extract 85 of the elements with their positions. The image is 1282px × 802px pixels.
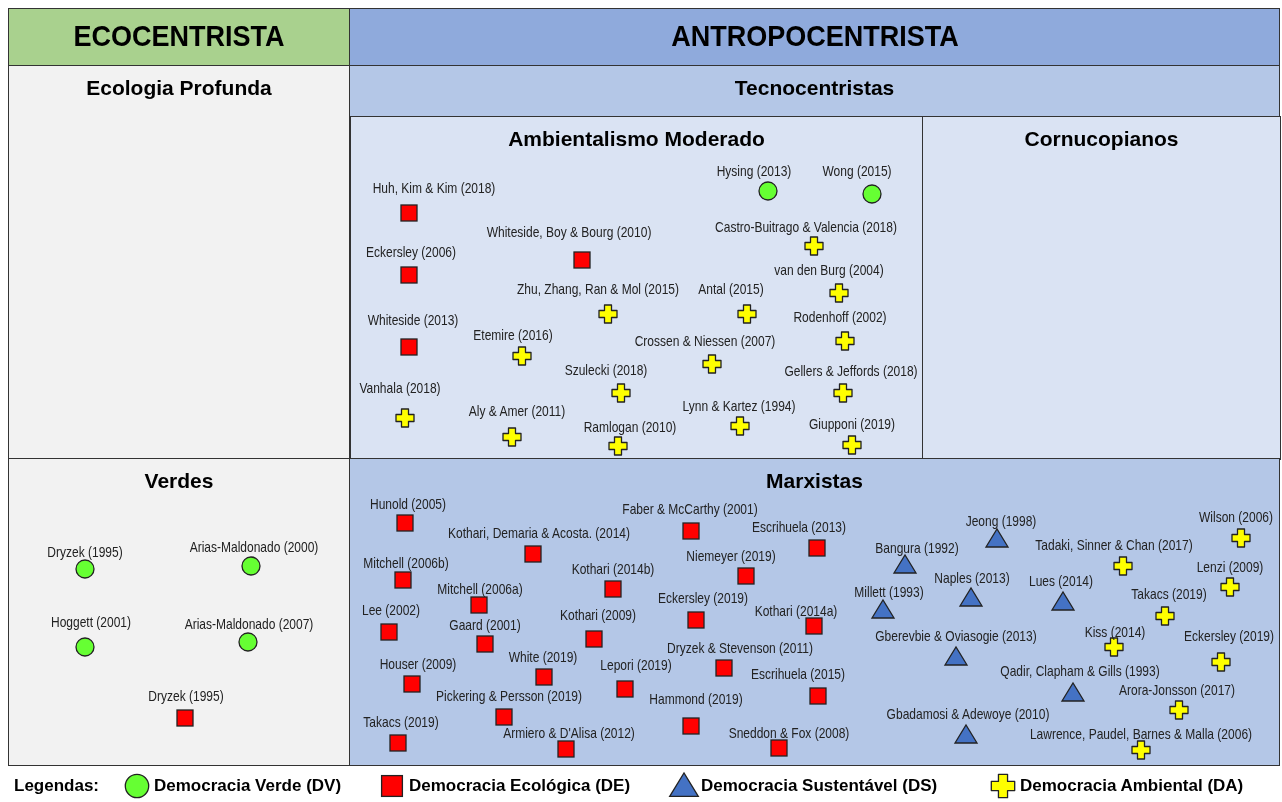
author-label: Bangura (1992) [875,538,959,556]
author-label: Zhu, Zhang, Ran & Mol (2015) [516,279,680,297]
column-heading: ANTROPOCENTRISTA [670,19,959,53]
panel-title: Marxistas [766,469,863,493]
author-label: Niemeyer (2019) [686,546,776,564]
author-label: Jeong (1998) [965,511,1037,529]
category-panel [349,458,1280,766]
author-label: Qadir, Clapham & Gills (1993) [1000,661,1160,679]
category-panel [350,116,923,460]
author-label: Wilson (2006) [1199,507,1273,525]
author-label: Lepori (2019) [600,655,672,673]
author-label: Gberevbie & Oviasogie (2013) [875,626,1037,644]
author-label: Mitchell (2006a) [437,579,523,597]
author-label: Rodenhoff (2002) [793,307,887,325]
author-label: Hysing (2013) [716,161,792,179]
author-label: Hunold (2005) [370,494,446,512]
category-panel [8,65,350,459]
header-cell [349,8,1280,66]
author-label: Kothari, Demaria & Acosta. (2014) [447,523,631,541]
panel-title: Ambientalismo Moderado [508,127,765,151]
author-label: Gbadamosi & Adewoye (2010) [886,704,1050,722]
author-label: White (2019) [508,647,578,665]
author-label: Giupponi (2019) [808,414,896,432]
author-label: Ramlogan (2010) [583,417,677,435]
category-panel [922,116,1281,460]
author-label: Dryzek (1995) [47,542,123,560]
legend-label: Democracia Verde (DV) [154,776,342,796]
header-cell [8,8,350,66]
author-label: Millett (1993) [854,582,924,600]
author-label: Arias-Maldonado (2000) [189,537,319,555]
author-label: Dryzek & Stevenson (2011) [667,638,813,656]
author-label: Eckersley (2019) [1184,626,1274,644]
author-label: Szulecki (2018) [564,360,648,378]
author-label: Gaard (2001) [449,615,521,633]
author-label: Armiero & D'Alisa (2012) [503,723,635,741]
author-label: Vanhala (2018) [359,378,441,396]
author-label: Etemire (2016) [473,325,553,343]
panel-title: Cornucopianos [1024,127,1179,151]
author-label: Lee (2002) [362,600,420,618]
category-panel [349,65,1280,459]
legend-title: Legendas: [14,776,100,796]
author-label: Dryzek (1995) [148,686,224,704]
legend-label: Democracia Ambiental (DA) [1020,776,1244,796]
column-heading: ECOCENTRISTA [73,19,285,53]
author-label: Gellers & Jeffords (2018) [784,361,918,379]
legend-label: Democracia Sustentável (DS) [701,776,938,796]
panel-title: Verdes [144,469,214,493]
category-panel [8,458,350,766]
panel-title: Tecnocentristas [734,76,895,100]
author-label: Tadaki, Sinner & Chan (2017) [1035,535,1193,553]
author-label: Huh, Kim & Kim (2018) [372,178,496,196]
author-label: Escrihuela (2015) [750,664,846,682]
author-label: van den Burg (2004) [774,260,884,278]
author-label: Eckersley (2006) [366,242,456,260]
author-label: Takacs (2019) [1131,584,1207,602]
author-label: Naples (2013) [934,568,1010,586]
author-label: Whiteside (2013) [367,310,459,328]
author-label: Castro-Buitrago & Valencia (2018) [715,217,897,235]
author-label: Antal (2015) [698,279,764,297]
author-label: Aly & Amer (2011) [468,401,566,419]
author-label: Kothari (2014b) [571,559,655,577]
author-label: Hoggett (2001) [50,612,132,630]
author-label: Escrihuela (2013) [751,517,847,535]
author-label: Kiss (2014) [1084,622,1146,640]
author-label: Faber & McCarthy (2001) [622,499,758,517]
author-label: Lues (2014) [1028,571,1094,589]
author-label: Houser (2009) [379,654,457,672]
legend-label: Democracia Ecológica (DE) [409,776,631,796]
author-label: Pickering & Persson (2019) [435,686,583,704]
author-label: Arias-Maldonado (2007) [184,614,314,632]
author-label: Eckersley (2019) [658,588,748,606]
author-label: Kothari (2014a) [754,601,838,619]
author-label: Wong (2015) [822,161,892,179]
author-label: Takacs (2019) [363,712,439,730]
author-label: Lawrence, Paudel, Barnes & Malla (2006) [1029,724,1253,742]
author-label: Kothari (2009) [559,605,637,623]
author-label: Whiteside, Boy & Bourg (2010) [486,222,652,240]
author-label: Hammond (2019) [649,689,743,707]
author-label: Arora-Jonsson (2017) [1118,680,1236,698]
author-label: Sneddon & Fox (2008) [728,723,850,741]
author-label: Lenzi (2009) [1196,557,1264,575]
author-label: Lynn & Kartez (1994) [682,396,796,414]
panel-title: Ecologia Profunda [86,76,272,100]
author-label: Crossen & Niessen (2007) [634,331,776,349]
author-label: Mitchell (2006b) [363,553,449,571]
